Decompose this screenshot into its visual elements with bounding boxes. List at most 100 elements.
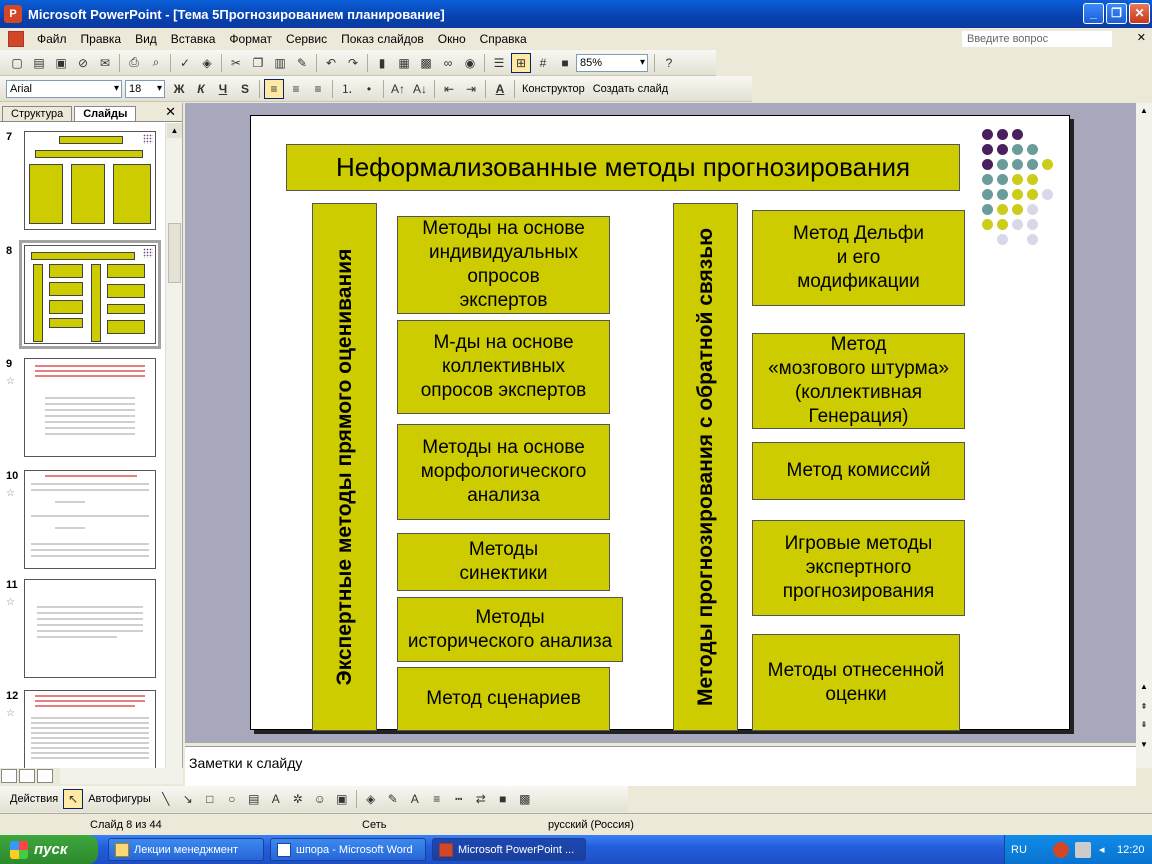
notes-pane[interactable]: Заметки к слайду: [185, 746, 1136, 786]
oval-icon[interactable]: ○: [228, 792, 236, 806]
network-icon[interactable]: [1075, 841, 1091, 858]
method-box[interactable]: Метод сценариев: [397, 667, 610, 731]
menu-view[interactable]: Вид: [135, 32, 157, 46]
autoshapes-menu[interactable]: Автофигуры: [88, 793, 151, 805]
help-icon[interactable]: ?: [665, 55, 673, 70]
designer-button[interactable]: Конструктор: [522, 82, 585, 95]
horizontal-scrollbar[interactable]: [60, 768, 183, 784]
research-icon[interactable]: ◈: [202, 55, 212, 70]
volume-icon[interactable]: ◂: [1099, 844, 1105, 856]
rectangle-icon[interactable]: □: [206, 792, 214, 806]
paste-icon[interactable]: ▥: [274, 55, 286, 70]
font-color-icon[interactable]: A: [495, 81, 505, 96]
bold-button[interactable]: Ж: [173, 81, 185, 96]
slide-thumbnail[interactable]: [24, 131, 156, 230]
method-box[interactable]: Метод комиссий: [752, 442, 965, 500]
color-grayscale-icon[interactable]: ■: [561, 55, 569, 70]
method-box[interactable]: М-ды на основе коллективных опросов эксп…: [397, 320, 610, 414]
left-vertical-box[interactable]: Экспертные методы прямого оценивания: [312, 203, 377, 731]
normal-view-icon[interactable]: [1, 769, 17, 783]
align-center-icon[interactable]: ≡: [292, 81, 300, 96]
preview-icon[interactable]: ⌕: [152, 55, 160, 69]
print-icon[interactable]: ⎙: [129, 55, 139, 69]
wordart-icon[interactable]: A: [271, 792, 280, 806]
line-color-icon[interactable]: ✎: [387, 792, 398, 806]
cut-icon[interactable]: ✂: [230, 55, 242, 70]
menu-file[interactable]: Файл: [37, 32, 67, 46]
shadow-button[interactable]: S: [240, 81, 249, 96]
antivirus-icon[interactable]: [1053, 841, 1069, 858]
method-box[interactable]: Методы синектики: [397, 533, 610, 591]
italic-button[interactable]: К: [197, 81, 205, 96]
shadow-style-icon[interactable]: ■: [499, 792, 507, 806]
method-box[interactable]: Игровые методы экспертного прогнозирован…: [752, 520, 965, 616]
document-icon[interactable]: [8, 31, 24, 47]
undo-icon[interactable]: ↶: [325, 55, 337, 70]
method-box[interactable]: Метод «мозгового штурма» (коллективная Г…: [752, 333, 965, 429]
maximize-button[interactable]: ❐: [1106, 3, 1127, 24]
redo-icon[interactable]: ↷: [347, 55, 359, 70]
slide-thumbnail[interactable]: [24, 579, 156, 678]
expand-icon[interactable]: ◉: [464, 55, 476, 70]
start-button[interactable]: пуск: [0, 835, 98, 864]
method-box[interactable]: Методы исторического анализа: [397, 597, 623, 662]
slide-thumbnail[interactable]: [24, 690, 156, 768]
underline-button[interactable]: Ч: [218, 81, 228, 96]
increase-font-icon[interactable]: A↑: [390, 81, 405, 96]
new-icon[interactable]: ▢: [11, 55, 23, 70]
numbering-icon[interactable]: ⒈: [340, 82, 353, 96]
grid-settings-icon[interactable]: #: [539, 55, 547, 70]
arrow-icon[interactable]: ↘: [182, 792, 193, 806]
sorter-view-icon[interactable]: [19, 769, 35, 783]
font-color-draw-icon[interactable]: A: [410, 792, 419, 806]
menu-insert[interactable]: Вставка: [170, 32, 216, 46]
language-indicator[interactable]: RU: [1011, 843, 1027, 856]
pane-close-icon[interactable]: ✕: [165, 104, 176, 119]
menu-help[interactable]: Справка: [479, 32, 527, 46]
slide-title[interactable]: Неформализованные методы прогнозирования: [286, 144, 960, 191]
task-folder[interactable]: Лекции менеджмент: [108, 838, 264, 861]
slideshow-view-icon[interactable]: [37, 769, 53, 783]
help-search-input[interactable]: Введите вопрос: [962, 31, 1112, 47]
clipart-icon[interactable]: ☺: [313, 792, 326, 806]
menu-format[interactable]: Формат: [229, 32, 273, 46]
close-button[interactable]: ✕: [1129, 3, 1150, 24]
hyperlink-icon[interactable]: ∞: [443, 55, 453, 70]
doc-close-icon[interactable]: ✕: [1136, 32, 1146, 44]
show-formatting-icon[interactable]: ☰: [493, 55, 505, 70]
actions-menu[interactable]: Действия: [10, 793, 59, 805]
line-style-icon[interactable]: ≡: [433, 792, 441, 806]
method-box[interactable]: Методы на основе индивидуальных опросов …: [397, 216, 610, 314]
select-arrow-icon[interactable]: ↖: [63, 789, 84, 809]
align-left-icon[interactable]: ≡: [264, 78, 284, 99]
slide-thumbnail[interactable]: [24, 358, 156, 457]
method-box[interactable]: Методы отнесенной оценки: [752, 634, 960, 731]
font-size-select[interactable]: 18: [125, 79, 165, 98]
method-box[interactable]: Методы на основе морфологического анализ…: [397, 424, 610, 520]
menu-tools[interactable]: Сервис: [286, 32, 328, 46]
decrease-indent-icon[interactable]: ⇤: [443, 81, 455, 96]
tables-borders-icon[interactable]: ▩: [420, 55, 432, 70]
task-word[interactable]: шпора - Microsoft Word: [270, 838, 426, 861]
fill-color-icon[interactable]: ◈: [366, 792, 376, 806]
font-select[interactable]: Arial: [6, 79, 122, 98]
chart-icon[interactable]: ▮: [378, 55, 386, 70]
menu-slideshow[interactable]: Показ слайдов: [341, 32, 424, 46]
dash-style-icon[interactable]: ┅: [455, 792, 463, 806]
textbox-icon[interactable]: ▤: [248, 792, 260, 806]
decrease-font-icon[interactable]: A↓: [412, 81, 427, 96]
align-right-icon[interactable]: ≡: [314, 81, 322, 96]
tab-slides[interactable]: Слайды: [74, 106, 137, 121]
copy-icon[interactable]: ❐: [252, 55, 264, 70]
email-icon[interactable]: ✉: [99, 55, 111, 70]
method-box[interactable]: Метод Дельфи и его модификации: [752, 210, 965, 306]
menu-edit[interactable]: Правка: [80, 32, 122, 46]
slide-thumbnail-selected[interactable]: [19, 240, 161, 349]
right-vertical-box[interactable]: Методы прогнозирования с обратной связью: [673, 203, 738, 731]
zoom-select[interactable]: 85%: [576, 53, 648, 72]
new-slide-button[interactable]: Создать слайд: [592, 82, 669, 95]
task-powerpoint[interactable]: Microsoft PowerPoint ...: [432, 838, 586, 861]
diagram-icon[interactable]: ✲: [292, 792, 303, 806]
format-painter-icon[interactable]: ✎: [296, 55, 308, 70]
grid-icon[interactable]: ⊞: [511, 52, 531, 73]
